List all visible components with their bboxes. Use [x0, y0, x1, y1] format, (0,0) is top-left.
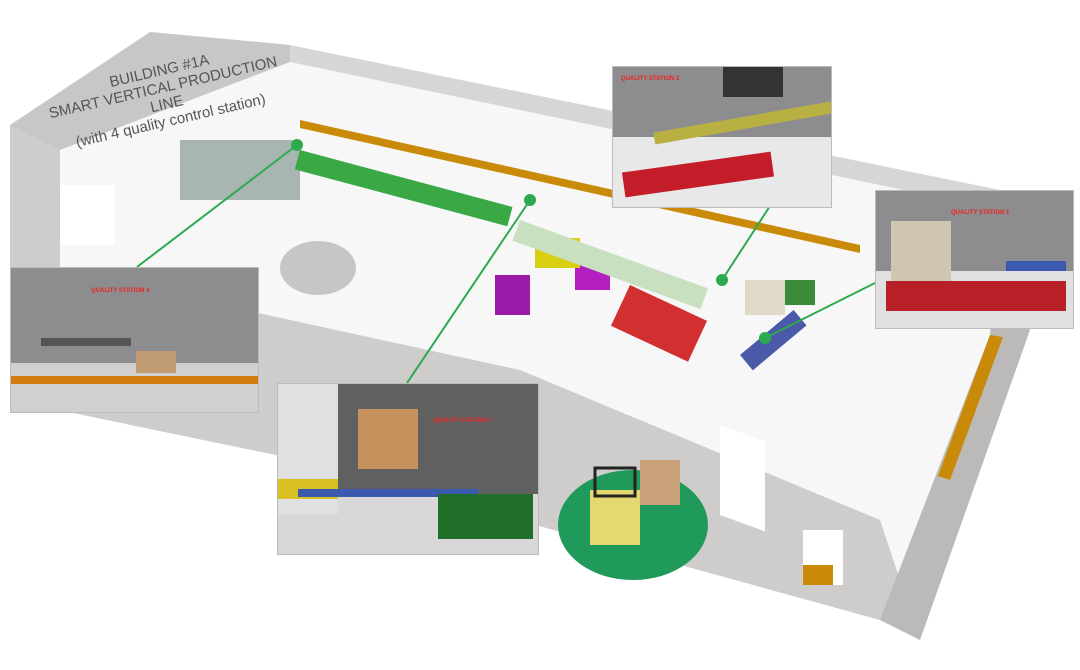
machine — [785, 280, 815, 305]
door — [720, 425, 765, 532]
left-end-wall — [10, 32, 290, 175]
forklift-load — [640, 460, 680, 505]
machine — [495, 275, 530, 315]
door — [60, 185, 115, 245]
floor-shadow — [280, 241, 356, 295]
callout-line-station-3 — [406, 199, 531, 384]
quality-station-2-panel[interactable]: QUALITY STATION 2 — [612, 66, 832, 208]
table — [610, 285, 708, 362]
station-marker-3[interactable] — [524, 194, 536, 206]
machine — [745, 280, 785, 315]
callout-line-station-4 — [136, 144, 298, 268]
quality-station-3-panel[interactable]: QUALITY STATION 3 — [277, 383, 539, 555]
callout-line-station-2 — [721, 205, 771, 281]
station-label: QUALITY STATION 4 — [91, 288, 150, 294]
station-marker-1[interactable] — [759, 332, 771, 344]
floor-stripe — [300, 120, 860, 253]
quality-station-1-panel[interactable]: QUALITY STATION 1 — [875, 190, 1074, 329]
station-label: QUALITY STATION 2 — [621, 76, 680, 82]
right-stripe — [938, 335, 1003, 480]
door-stripe — [803, 565, 833, 585]
station-label: QUALITY STATION 3 — [433, 418, 492, 424]
forklift — [590, 490, 640, 545]
station-label: QUALITY STATION 1 — [951, 210, 1010, 216]
quality-station-4-panel[interactable]: QUALITY STATION 4 — [10, 267, 259, 413]
conveyor — [294, 150, 513, 227]
conveyor — [180, 140, 300, 200]
station-marker-2[interactable] — [716, 274, 728, 286]
conveyor — [512, 220, 708, 310]
forklift-cage — [593, 466, 637, 498]
station-marker-4[interactable] — [291, 139, 303, 151]
callout-line-station-1 — [764, 282, 876, 339]
